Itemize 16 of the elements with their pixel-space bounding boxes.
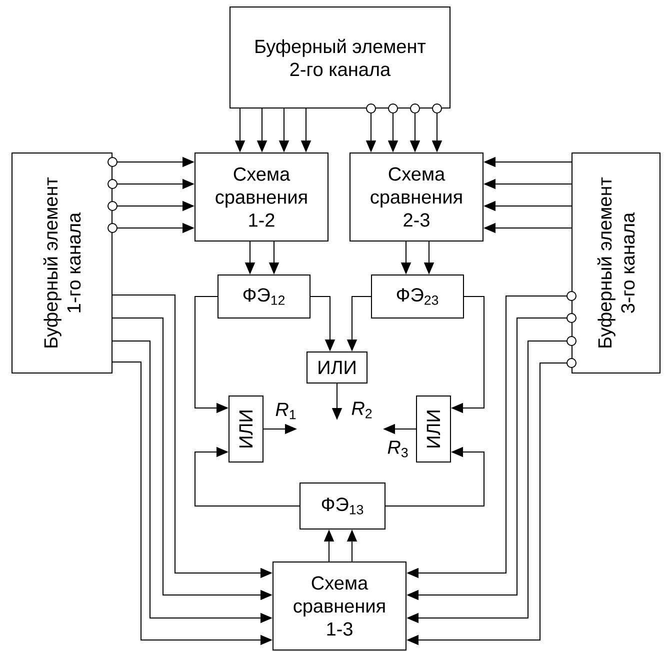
comparison-block: Схема сравнения 1-3 (272, 562, 406, 650)
shaper-block: ФЭ$_{12}$ (218, 274, 310, 318)
or-gate: ИЛИ (228, 396, 264, 462)
edge-label: R$_{3}$ (388, 440, 408, 458)
buffer-block: Буферный элемент 1-го канала (12, 152, 112, 374)
arrow (194, 446, 300, 506)
shaper-block: ФЭ$_{13}$ (300, 482, 386, 530)
edge-label: R$_{1}$ (276, 402, 296, 420)
edge-label: R$_{2}$ (352, 402, 372, 418)
comparison-block: Схема сравнения 1-2 (194, 152, 328, 242)
or-gate: ИЛИ (416, 396, 451, 462)
shaper-block: ФЭ$_{23}$ (371, 274, 464, 318)
or-gate: ИЛИ (306, 352, 368, 384)
buffer-block: Буферный элемент 3-го канала (572, 152, 660, 374)
buffer-block: Буферный элемент 2-го канала (230, 6, 450, 108)
comparison-block: Схема сравнения 2-3 (350, 152, 484, 242)
